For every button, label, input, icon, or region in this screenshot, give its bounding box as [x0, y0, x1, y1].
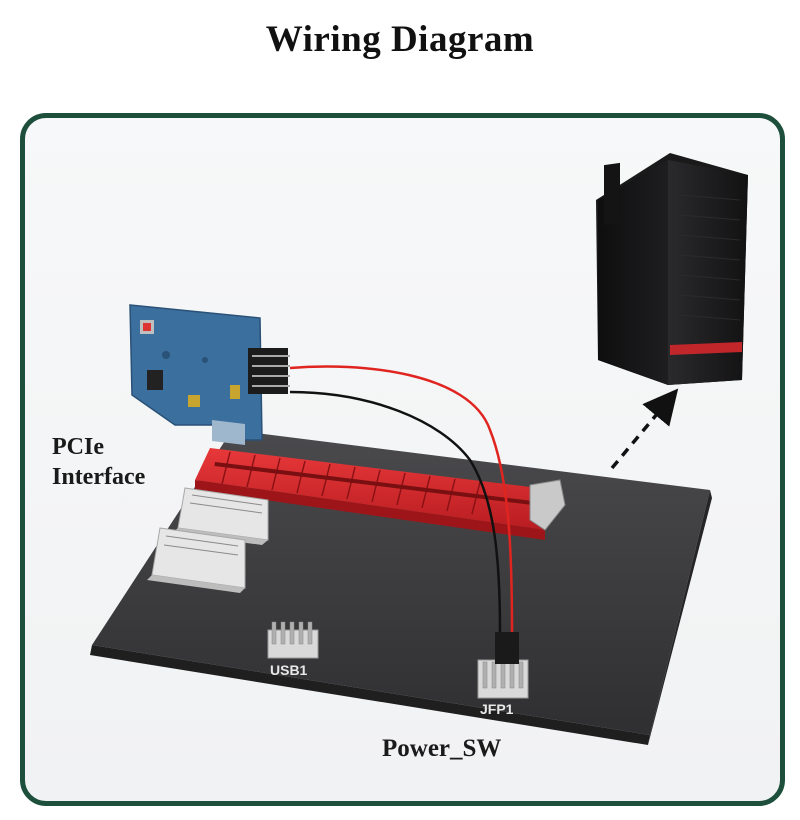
jfp1-label: JFP1 [480, 701, 514, 717]
diagram-title: Wiring Diagram [265, 19, 535, 60]
pcie-label-line1: PCIe [52, 434, 104, 460]
usb1-label: USB1 [270, 662, 308, 678]
jfp1-header: JFP1 [477, 632, 529, 717]
pc-tower-icon [596, 153, 748, 385]
pcie-slot [195, 448, 566, 540]
wire-red [289, 365, 514, 633]
wire-black [289, 390, 502, 633]
power-sw-label: Power_SW [382, 735, 502, 762]
pcie-interface-label: PCIe Interface [52, 432, 145, 492]
usb1-header: USB1 [267, 621, 319, 678]
pcie-x1-slot [147, 527, 246, 593]
dashed-arrow-icon [610, 388, 679, 470]
pcie-label-line2: Interface [52, 464, 146, 490]
pcie-card-icon [129, 304, 290, 445]
